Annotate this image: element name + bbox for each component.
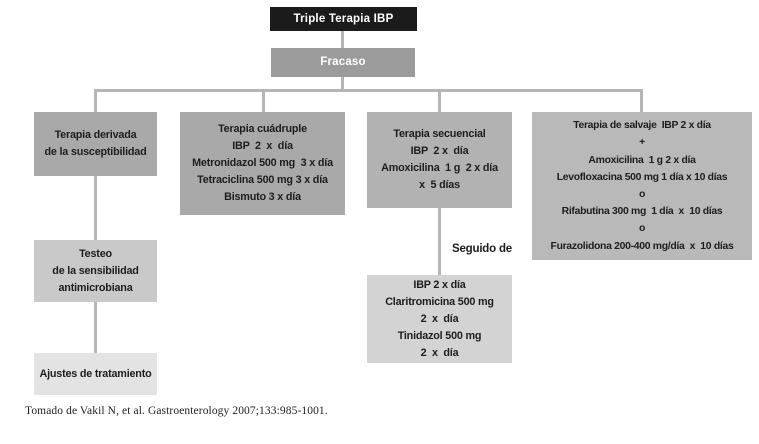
- node-line: de la susceptibilidad: [44, 146, 147, 158]
- node-line: antimicrobiana: [58, 281, 133, 294]
- connector-drop-cuadruple: [262, 89, 265, 112]
- node-testeo-sensibilidad: Testeo de la sensibilidad antimicrobiana: [34, 240, 157, 302]
- node-line: Tinidazol 500 mg: [397, 329, 482, 342]
- node-terapia-de-salvaje: Terapia de salvaje IBP 2 x día + Amoxici…: [532, 112, 752, 260]
- connector-derivada-testeo: [94, 176, 97, 240]
- connector-testeo-ajustes: [94, 302, 97, 353]
- node-line: Amoxicilina 1 g 2 x día: [588, 154, 696, 166]
- node-line: x 5 días: [419, 179, 460, 191]
- node-line: Bismuto 3 x día: [224, 191, 301, 203]
- node-terapia-secuencial: Terapia secuencial IBP 2 x día Amoxicili…: [367, 112, 512, 208]
- source-citation: Tomado de Vakil N, et al. Gastroenterolo…: [25, 405, 328, 417]
- node-label: Triple Terapia IBP: [293, 12, 394, 25]
- connector-drop-derivada: [94, 89, 97, 112]
- connector-drop-salvaje: [640, 89, 643, 112]
- node-line: 2 x día: [420, 312, 459, 325]
- node-line: Furazolidona 200-400 mg/día x 10 días: [550, 240, 734, 252]
- node-seguido-detalle: IBP 2 x día Claritromicina 500 mg 2 x dí…: [367, 275, 512, 363]
- node-line: IBP 2 x día: [232, 140, 293, 152]
- node-line: Terapia secuencial: [393, 128, 486, 140]
- node-line: IBP 2 x día: [410, 145, 469, 157]
- node-line: Claritromicina 500 mg: [385, 295, 494, 308]
- node-line: Terapia derivada: [54, 129, 137, 141]
- seguido-de-label: Seguido de: [452, 243, 512, 255]
- node-line: Rifabutina 300 mg 1 día x 10 días: [561, 206, 723, 218]
- node-triple-terapia-ibp: Triple Terapia IBP: [270, 7, 417, 31]
- connector-secuencial-seguido: [438, 208, 441, 275]
- node-terapia-derivada: Terapia derivada de la susceptibilidad: [34, 112, 157, 176]
- node-line: Ajustes de tratamiento: [39, 367, 152, 380]
- node-line: +: [639, 137, 645, 149]
- connector-fracaso-bus: [341, 77, 344, 90]
- node-line: Terapia cuádruple: [218, 123, 307, 135]
- node-line: o: [638, 189, 646, 200]
- node-line: Amoxicilina 1 g 2 x día: [381, 162, 498, 174]
- node-line: Terapia de salvaje IBP 2 x día: [573, 120, 711, 132]
- connector-horizontal-bus: [94, 89, 643, 92]
- node-line: de la sensibilidad: [52, 264, 139, 277]
- node-fracaso: Fracaso: [271, 48, 415, 77]
- connector-drop-secuencial: [438, 89, 441, 112]
- node-ajustes-tratamiento: Ajustes de tratamiento: [34, 353, 157, 395]
- connector-root-fracaso: [341, 31, 344, 48]
- node-line: Metronidazol 500 mg 3 x día: [192, 157, 333, 169]
- node-terapia-cuadruple: Terapia cuádruple IBP 2 x día Metronidaz…: [180, 112, 345, 215]
- node-label: Fracaso: [320, 56, 366, 68]
- node-line: IBP 2 x día: [413, 278, 466, 291]
- node-line: Testeo: [79, 247, 112, 260]
- node-line: o: [638, 223, 646, 235]
- node-line: Levofloxacina 500 mg 1 día x 10 días: [556, 171, 728, 183]
- node-line: 2 x día: [420, 346, 459, 359]
- node-line: Tetraciclina 500 mg 3 x día: [197, 174, 328, 186]
